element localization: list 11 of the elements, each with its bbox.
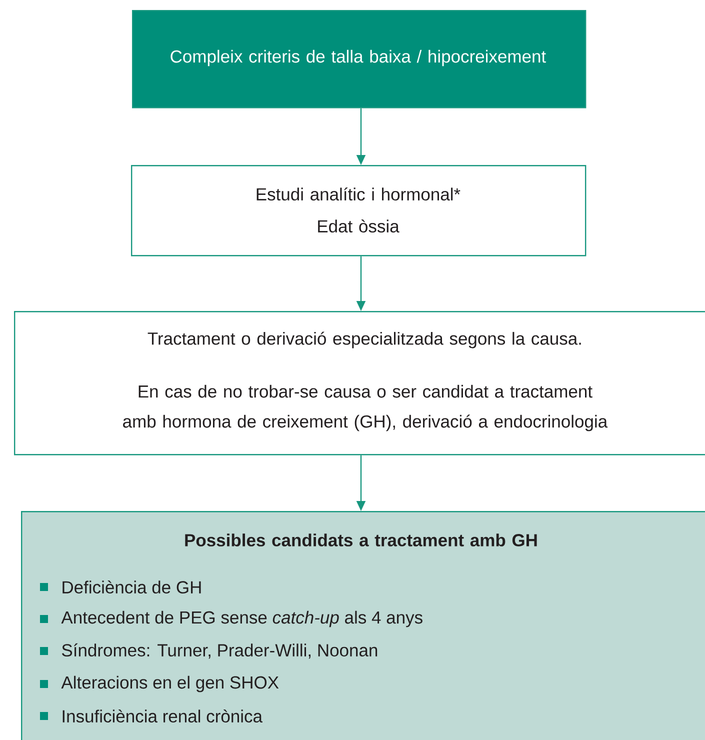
list-item: Antecedent de PEG sense catch-up als 4 anys bbox=[61, 610, 422, 628]
box-text: En cas de no trobar-se causa o ser candidat a tractament amb hormona de creixement (GH), derivació a endocrinologia bbox=[123, 384, 608, 432]
box-text: Compleix criteris de talla baixa / hipocreixement bbox=[170, 50, 546, 66]
list-item: Insuficiència renal crònica bbox=[62, 709, 262, 723]
box-text: Estudi analític i hormonal* bbox=[256, 187, 460, 201]
list-item: Deficiència de GH bbox=[62, 580, 201, 594]
list-item: Alteracions en el gen SHOX bbox=[61, 676, 279, 692]
box-text: Edat òssia bbox=[318, 219, 400, 233]
box-text: Tractament o derivació especialitzada segons la causa. bbox=[148, 332, 581, 348]
list-item: Síndromes: Turner, Prader-Willi, Noonan bbox=[62, 643, 378, 659]
panel-heading: Possibles candidats a tractament amb GH bbox=[185, 534, 537, 546]
